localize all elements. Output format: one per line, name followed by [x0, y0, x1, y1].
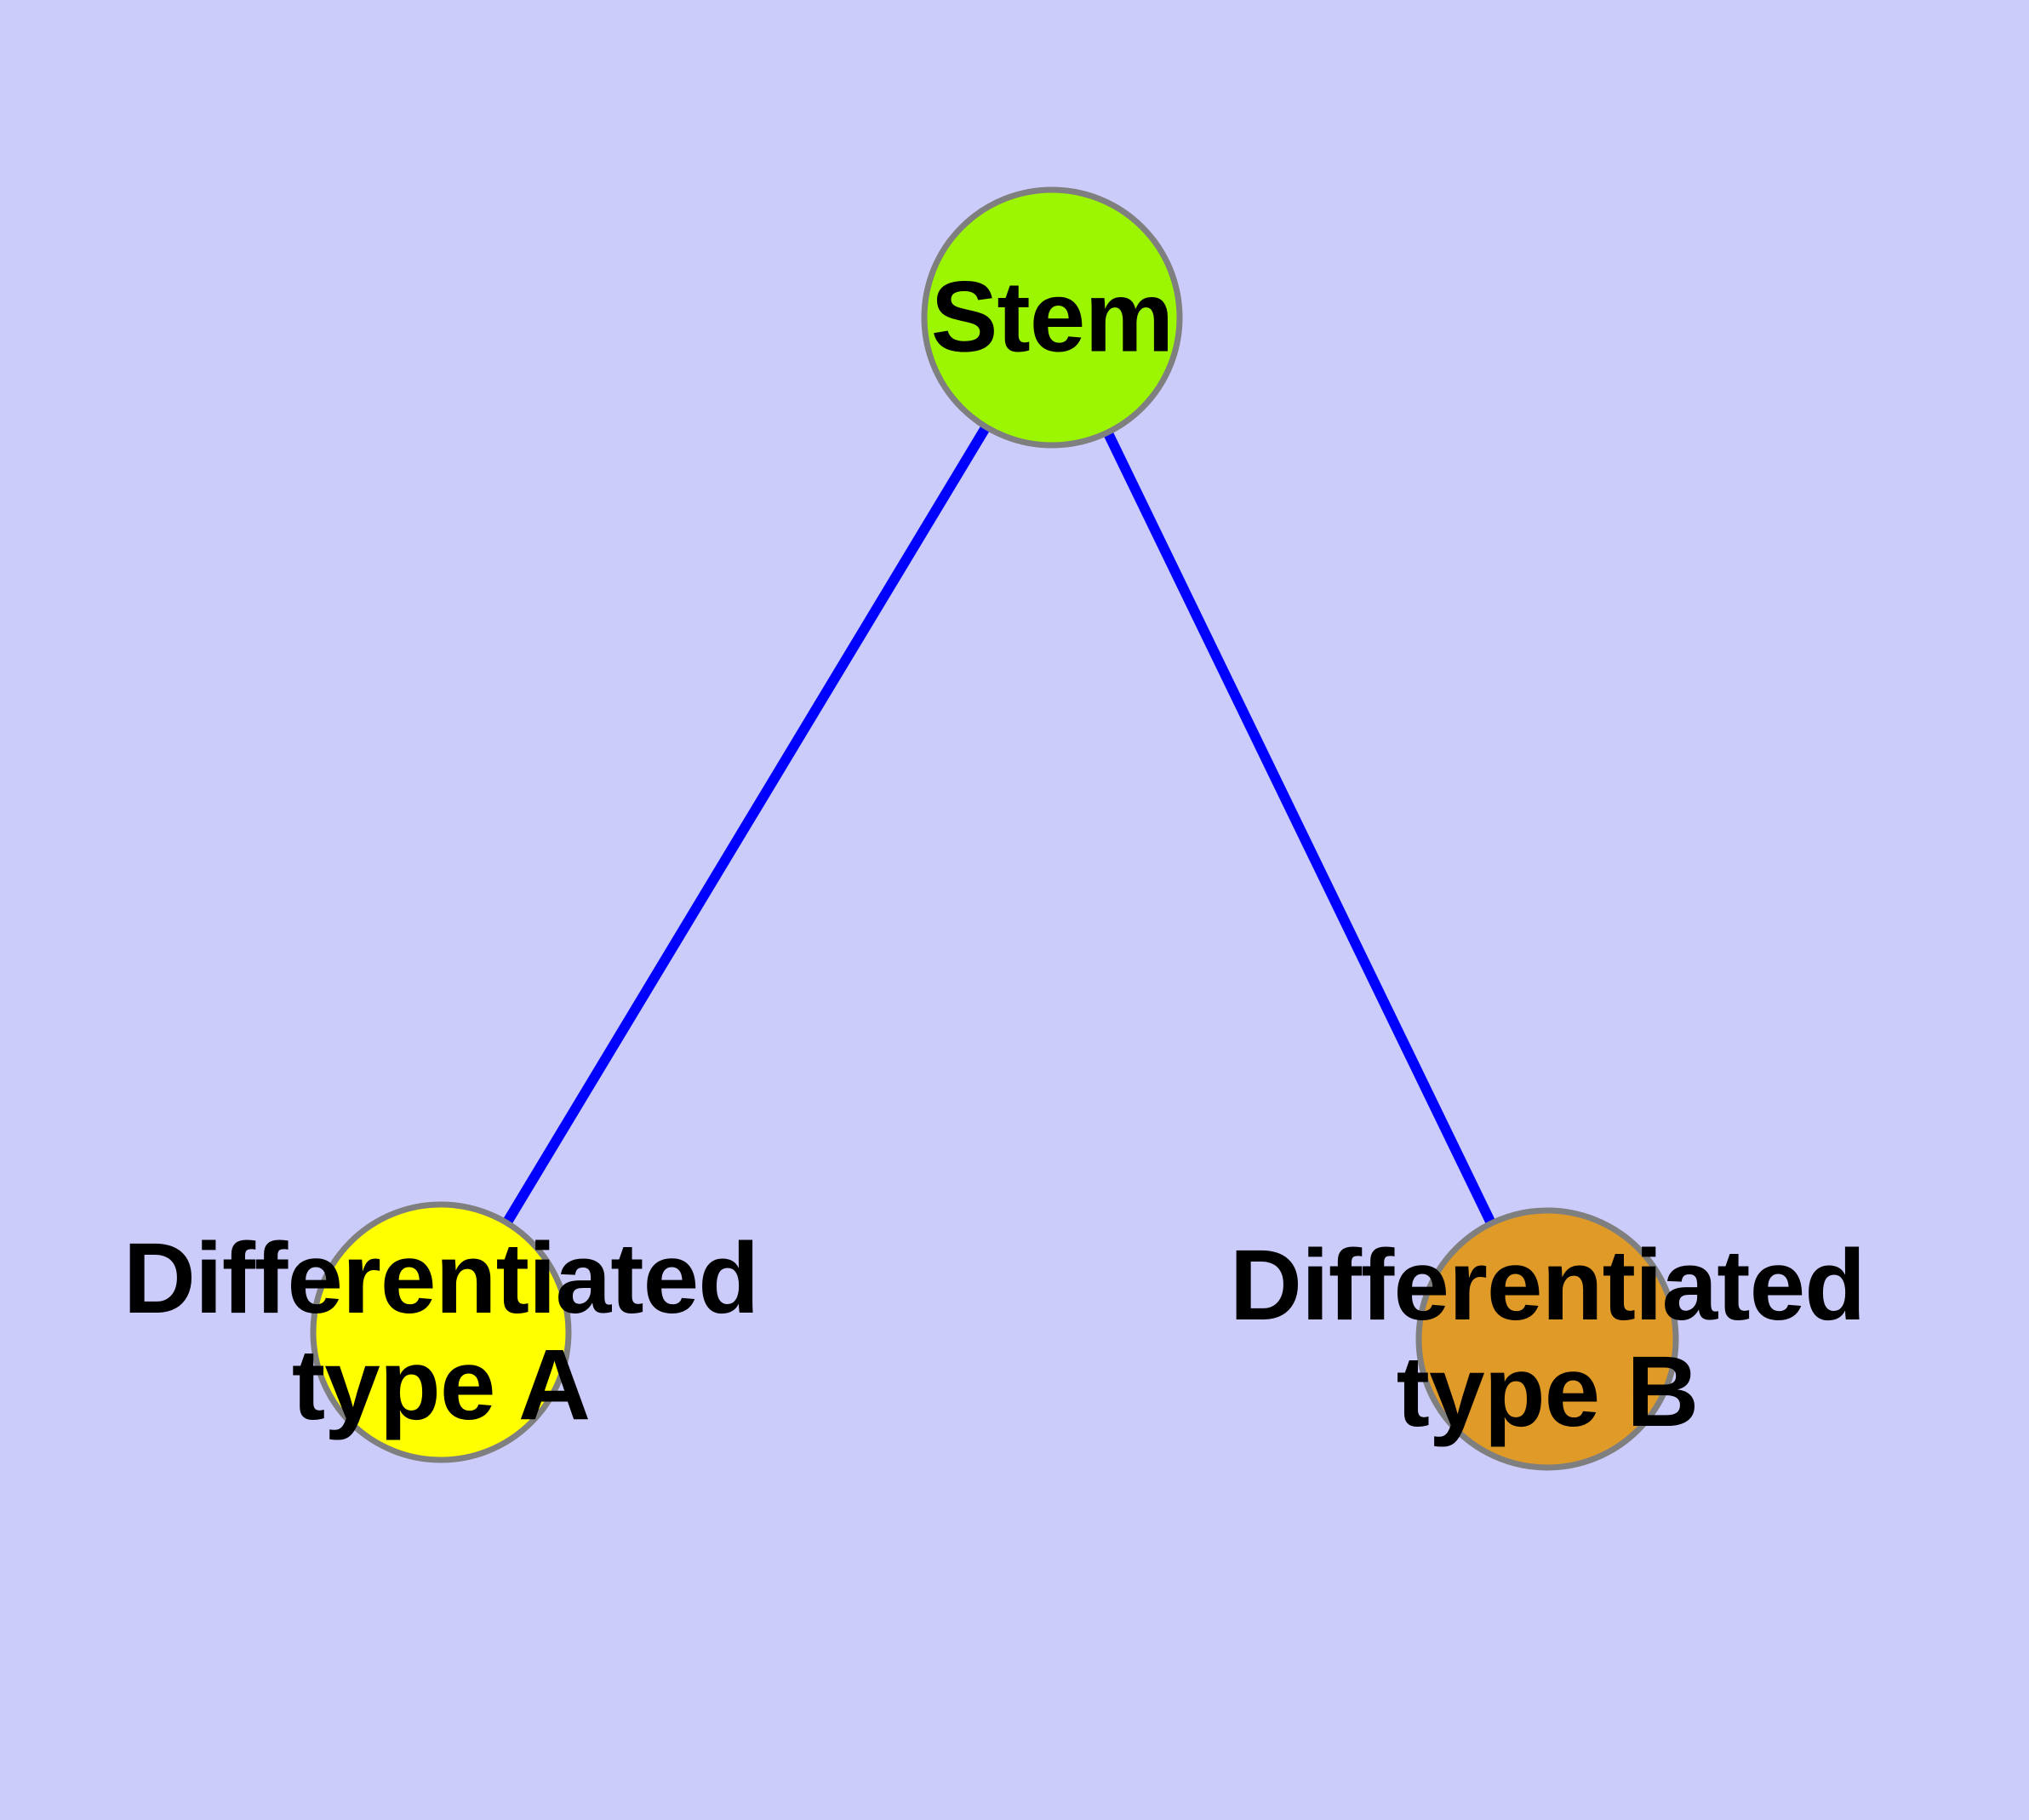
edge-layer [501, 422, 1497, 1228]
node-stem[interactable] [921, 186, 1183, 449]
node-diff_a[interactable] [310, 1201, 572, 1463]
edge-stem-to-a[interactable] [501, 422, 992, 1228]
node-diff_b[interactable] [1415, 1207, 1679, 1471]
edge-stem-to-b[interactable] [1102, 428, 1497, 1228]
node-layer [310, 186, 1679, 1471]
